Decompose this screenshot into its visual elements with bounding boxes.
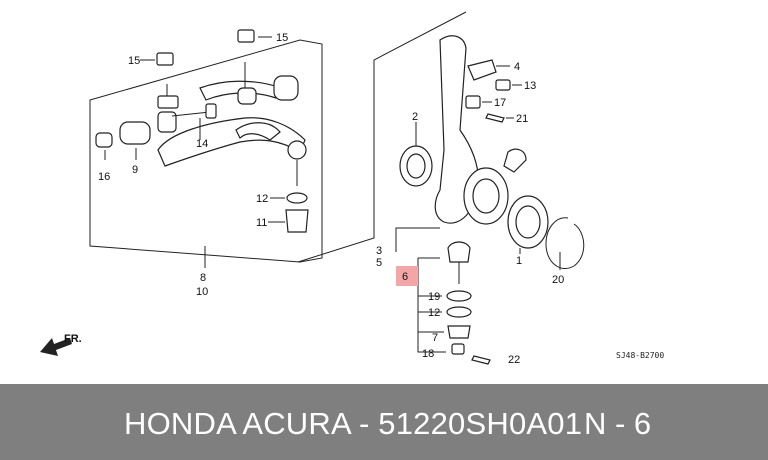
callout-1: 1	[516, 255, 522, 267]
callout-14: 14	[196, 138, 208, 150]
ball-joint-6-icon	[446, 241, 491, 365]
ball-joint-11-icon	[268, 160, 309, 233]
callout-5: 5	[376, 257, 382, 269]
callout-9: 9	[132, 164, 138, 176]
callout-15-top: 15	[276, 32, 288, 44]
leader-3-5	[395, 227, 440, 252]
nut-17-icon	[465, 95, 492, 109]
highlight-6	[396, 266, 418, 286]
bearing-1-icon	[507, 195, 549, 254]
leader-6-group	[417, 257, 446, 353]
callout-12-lower: 12	[428, 307, 440, 319]
callout-3: 3	[376, 245, 382, 257]
callout-4: 4	[514, 61, 520, 73]
callout-18: 18	[422, 348, 434, 360]
callout-7: 7	[432, 332, 438, 344]
callout-22: 22	[508, 354, 520, 366]
knuckle-frame	[297, 11, 467, 263]
dust-seal-2-icon	[399, 122, 433, 187]
bolt-13-icon	[495, 79, 522, 91]
callout-11: 11	[256, 217, 267, 229]
upper-arm-icon	[157, 80, 307, 167]
nut-15-left-icon	[140, 52, 174, 66]
bushing-right-icon	[237, 75, 299, 105]
callout-16: 16	[98, 171, 110, 183]
nut-15-top-icon	[237, 29, 272, 43]
callout-21: 21	[516, 113, 528, 125]
callout-19: 19	[428, 291, 440, 303]
callout-6: 6	[402, 271, 408, 283]
footer-bar: HONDA ACURA - 51220SH0A01 N - 6	[0, 384, 768, 460]
callout-10: 10	[196, 286, 208, 298]
bushing-9-icon	[95, 121, 151, 160]
snap-ring-20-icon	[545, 217, 585, 270]
callout-15-left: 15	[128, 55, 140, 67]
callout-13: 13	[524, 80, 536, 92]
callout-20: 20	[552, 274, 564, 286]
callout-2: 2	[412, 111, 418, 123]
bolt-14-icon	[157, 62, 246, 140]
part-number-title: HONDA ACURA - 51220SH0A01	[124, 406, 583, 441]
front-arrow-label: FR.	[64, 333, 82, 345]
callout-8: 8	[200, 272, 206, 284]
diagram-code: SJ48-B2700	[616, 351, 664, 360]
front-arrow-icon: FR.	[40, 333, 82, 356]
position-code: N - 6	[584, 406, 652, 441]
knuckle-icon	[434, 35, 527, 225]
parts-diagram: FR. 15 15 14 16 9 12 11 8 10 2 4 13 17 2…	[40, 11, 664, 366]
callout-12-upper: 12	[256, 193, 268, 205]
upper-arm-frame	[89, 39, 323, 263]
callout-17: 17	[494, 97, 506, 109]
pin-21-icon	[485, 113, 514, 123]
bracket-4-icon	[467, 59, 510, 81]
